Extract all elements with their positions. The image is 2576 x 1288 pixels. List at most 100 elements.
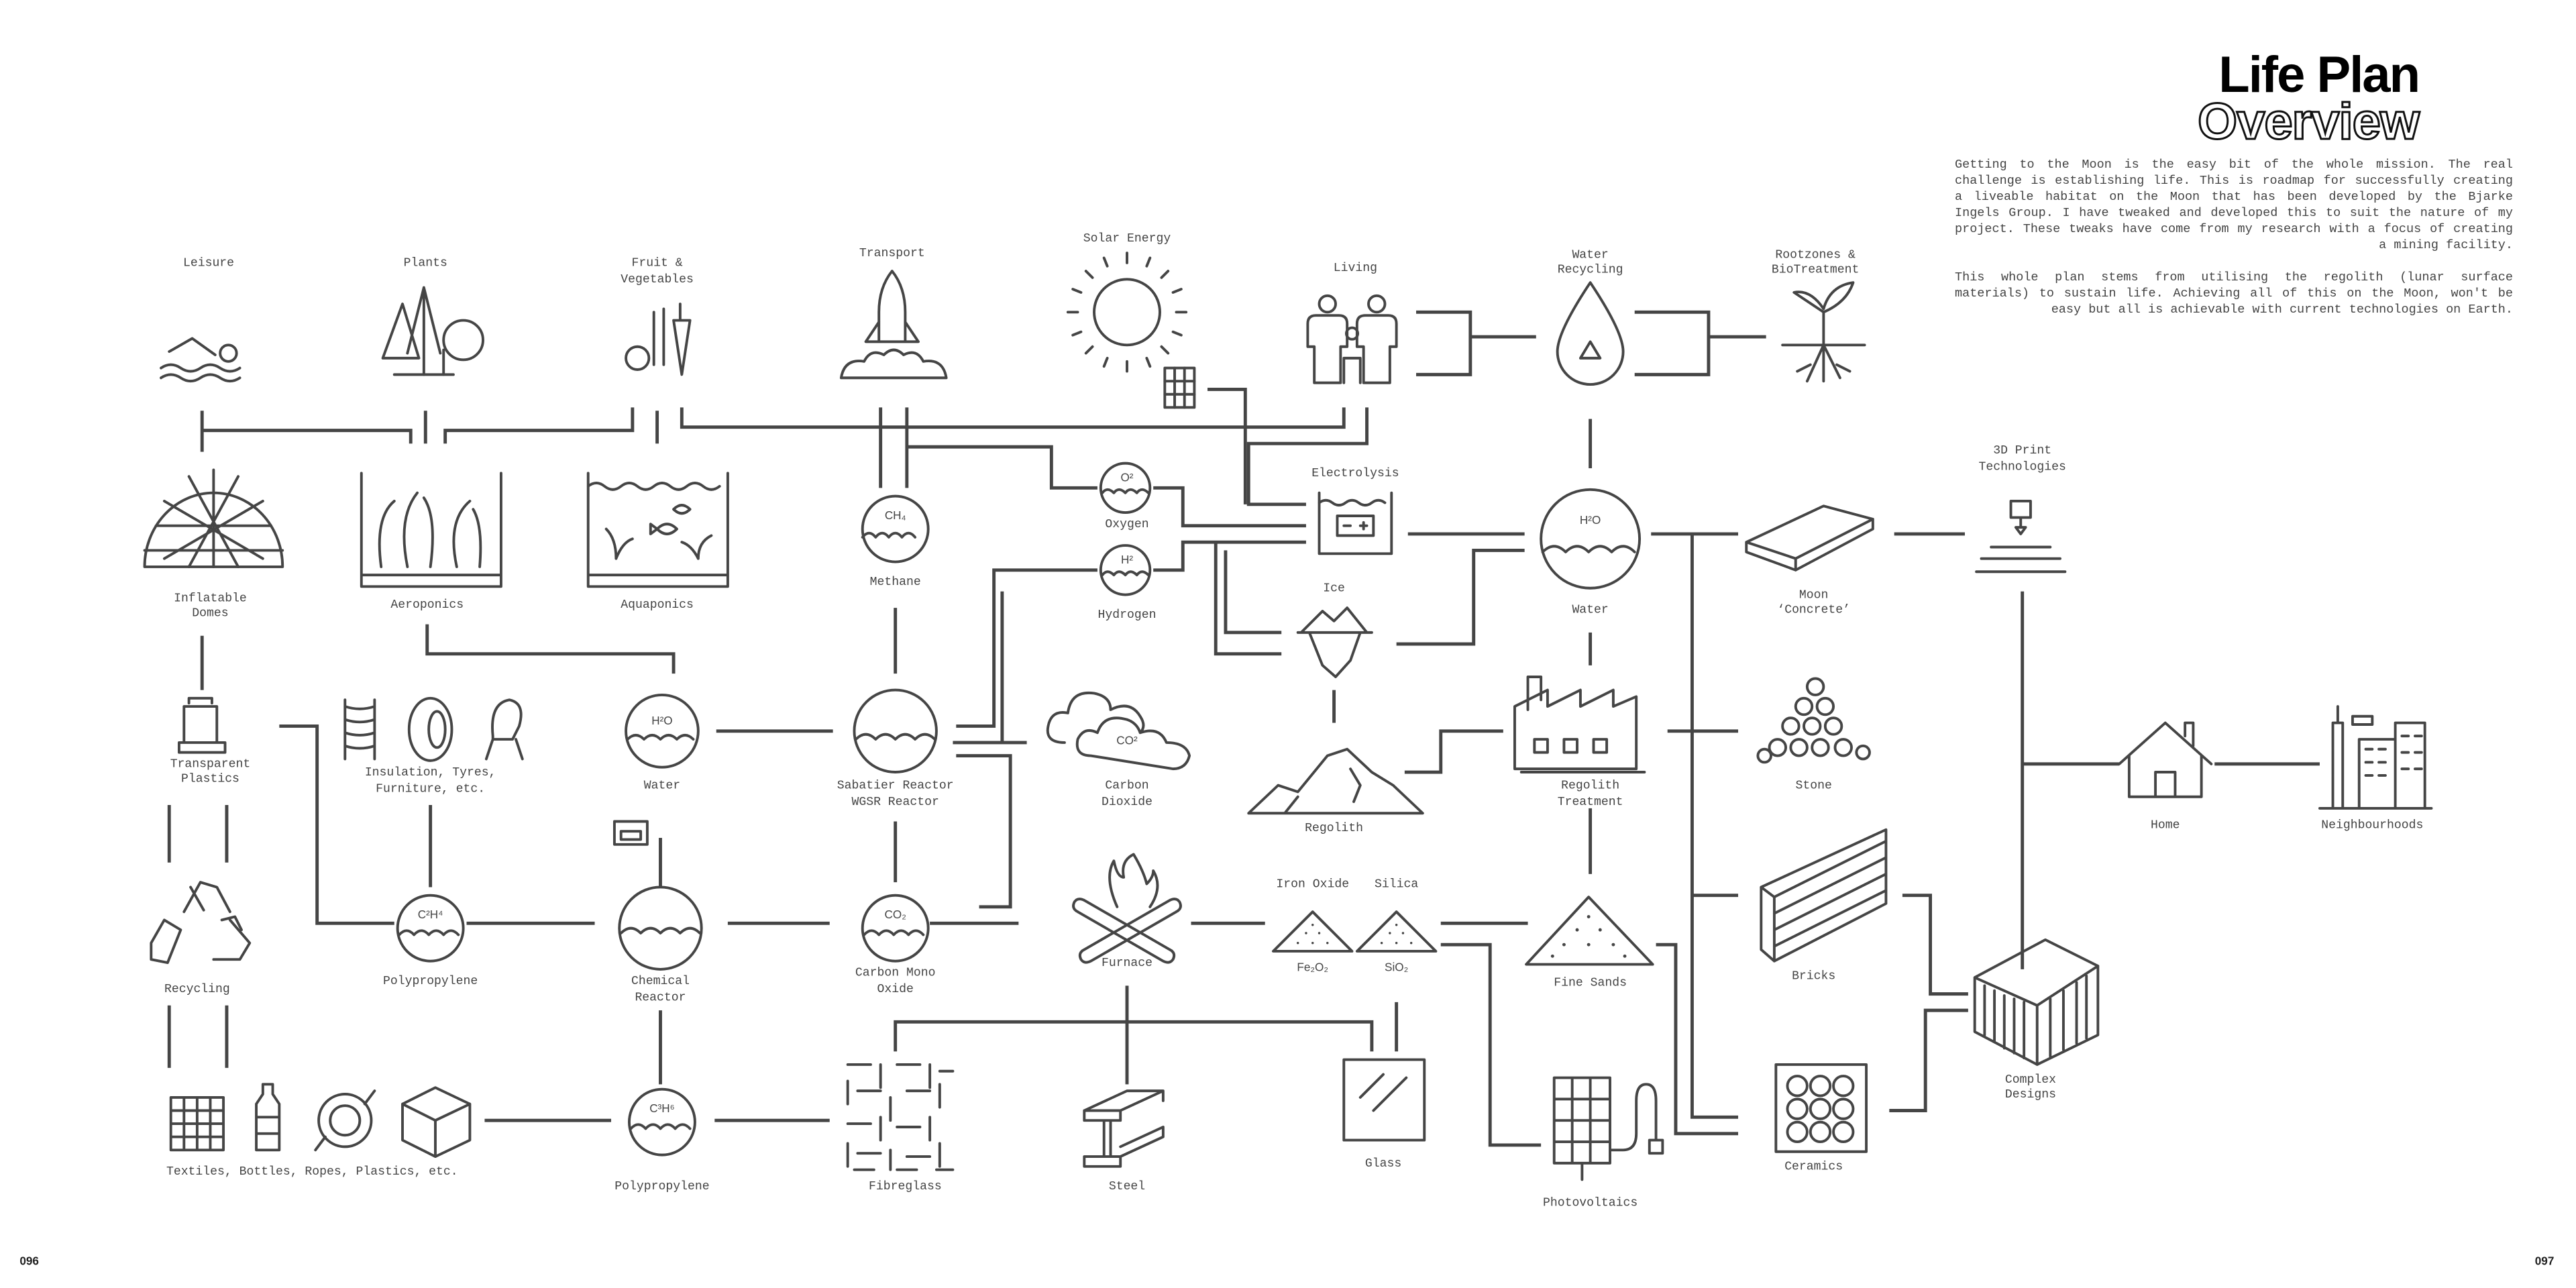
node-neighbourhoods: Neighbourhoods bbox=[2318, 705, 2433, 832]
node-water-main: H²O Water bbox=[1540, 488, 1642, 616]
page-subtitle: Overview bbox=[2197, 93, 2421, 150]
node-polypropylene-c2h4: C²H⁴ Polypropylene bbox=[383, 894, 478, 988]
node-stone: Stone bbox=[1756, 677, 1871, 793]
trees-icon bbox=[381, 286, 484, 376]
node-formula: CH₄ bbox=[885, 508, 906, 522]
node-label: 3D Print bbox=[1993, 444, 2051, 458]
insulation-tyre-chair-icon bbox=[343, 696, 524, 762]
node-label: Textiles, Bottles, Ropes, Plastics, etc. bbox=[166, 1165, 458, 1179]
reactor-circle-icon bbox=[1099, 544, 1152, 596]
node-leisure: Leisure bbox=[160, 257, 241, 383]
node-label: Water bbox=[644, 780, 680, 793]
node-solar-energy: Solar Energy bbox=[1066, 232, 1196, 409]
glass-pane-icon bbox=[1342, 1058, 1426, 1142]
node-transport: Transport bbox=[839, 247, 948, 380]
node-label: Recycling bbox=[164, 983, 230, 996]
node-label: Inflatable bbox=[174, 592, 247, 605]
node-label: Iron Oxide bbox=[1276, 877, 1349, 891]
swimmer-icon bbox=[160, 337, 241, 383]
node-formula: O² bbox=[1120, 471, 1133, 484]
node-label: Water bbox=[1572, 603, 1608, 616]
cloud-icon bbox=[1046, 691, 1191, 771]
reactor-circle-icon bbox=[1540, 488, 1642, 590]
node-formula: CO² bbox=[1116, 733, 1138, 747]
node-formula: H²O bbox=[651, 714, 672, 727]
node-label: Sabatier Reactor bbox=[837, 780, 954, 793]
iceberg-icon bbox=[1296, 606, 1373, 678]
node-label: Polypropylene bbox=[383, 975, 478, 988]
node-label: Living bbox=[1334, 262, 1377, 275]
node-label: Methane bbox=[870, 576, 921, 589]
solar-panel-icon bbox=[1163, 366, 1196, 409]
node-label: Furnace bbox=[1102, 957, 1152, 970]
node-inflatable-domes: Inflatable Domes bbox=[143, 468, 284, 620]
node-label: Domes bbox=[192, 606, 228, 620]
node-3d-print: 3D Print Technologies bbox=[1975, 444, 2067, 574]
node-label: Plastics bbox=[181, 773, 239, 786]
node-hydrogen: H² Hydrogen bbox=[1098, 544, 1156, 622]
node-fruit-vegetables: Fruit & Vegetables bbox=[621, 257, 694, 376]
node-label: BioTreatment bbox=[1772, 264, 1859, 277]
node-label: Glass bbox=[1365, 1157, 1401, 1171]
node-label: Water bbox=[1572, 248, 1608, 262]
node-label: ‘Concrete’ bbox=[1777, 603, 1850, 616]
reactor-circle-icon bbox=[628, 1087, 696, 1157]
node-water-small: H²O Water bbox=[612, 693, 700, 846]
node-label: Treatment bbox=[1558, 796, 1623, 809]
node-label: Recycling bbox=[1558, 264, 1623, 277]
node-electrolysis: Electrolysis bbox=[1311, 467, 1399, 555]
ceramic-tile-icon bbox=[1774, 1063, 1868, 1153]
plastic-sheets-icon bbox=[177, 696, 227, 754]
node-label: Designs bbox=[2005, 1088, 2056, 1102]
node-regolith-treatment: Regolith Treatment bbox=[1513, 676, 1646, 809]
aquarium-icon bbox=[586, 472, 729, 588]
reactor-circle-icon bbox=[618, 885, 703, 971]
node-iron-oxide: Iron Oxide Fe₂O₂ bbox=[1272, 877, 1354, 973]
factory-icon bbox=[1513, 676, 1646, 773]
node-insulation: Insulation, Tyres, Furniture, etc. bbox=[343, 696, 524, 796]
node-photovoltaics: Photovoltaics bbox=[1543, 1076, 1664, 1210]
node-living: Living bbox=[1306, 262, 1398, 384]
aeroponics-tank-icon bbox=[360, 472, 502, 588]
node-label: Reactor bbox=[635, 991, 686, 1004]
node-label: Dioxide bbox=[1102, 796, 1152, 809]
steel-beam-icon bbox=[1083, 1089, 1165, 1168]
node-label: Transparent bbox=[170, 758, 251, 771]
node-formula: Fe₂O₂ bbox=[1297, 960, 1328, 973]
node-moon-concrete: Moon ‘Concrete’ bbox=[1745, 504, 1874, 616]
node-label: Fine Sands bbox=[1554, 976, 1627, 989]
reactor-circle-icon bbox=[861, 494, 930, 564]
node-label: Chemical bbox=[631, 975, 690, 988]
node-label: Bricks bbox=[1792, 970, 1835, 983]
node-label: Home bbox=[2151, 818, 2180, 832]
node-ice: Ice bbox=[1296, 582, 1373, 678]
node-polypropylene-c3h6: C³H⁶ Polypropylene bbox=[614, 1087, 710, 1193]
node-recycling: Recycling bbox=[150, 881, 252, 996]
node-label: Complex bbox=[2005, 1073, 2056, 1087]
intro-paragraph: Getting to the Moon is the easy bit of t… bbox=[1955, 158, 2513, 252]
node-label: Oxide bbox=[877, 983, 914, 996]
reactor-circle-icon bbox=[861, 894, 930, 963]
node-chemical-reactor: Chemical Reactor bbox=[618, 885, 703, 1004]
reactor-circle-icon bbox=[396, 894, 465, 963]
recycle-icon bbox=[150, 881, 252, 965]
node-silica: Silica SiO₂ bbox=[1355, 877, 1438, 973]
node-complex-designs: Complex Designs bbox=[1973, 938, 2100, 1102]
node-oxygen: O² Oxygen bbox=[1099, 462, 1152, 531]
node-textiles: Textiles, Bottles, Ropes, Plastics, etc. bbox=[166, 1083, 472, 1179]
solar-panel-icon bbox=[1552, 1076, 1664, 1181]
node-bricks: Bricks bbox=[1760, 828, 1888, 983]
node-formula: C³H⁶ bbox=[649, 1102, 675, 1115]
node-regolith: Regolith bbox=[1247, 747, 1424, 835]
space-shuttle-icon bbox=[839, 270, 948, 380]
page-number-left: 096 bbox=[19, 1254, 39, 1268]
intro-text: Getting to the Moon is the easy bit of t… bbox=[1955, 157, 2513, 334]
plant-roots-icon bbox=[1781, 281, 1866, 383]
node-label: Moon bbox=[1799, 588, 1828, 602]
node-label: Regolith bbox=[1561, 780, 1619, 793]
node-carbon-dioxide: CO² Carbon Dioxide bbox=[1046, 691, 1191, 809]
node-label: Silica bbox=[1375, 877, 1418, 891]
page-number-right: 097 bbox=[2535, 1254, 2555, 1268]
reactor-circle-icon bbox=[625, 693, 700, 769]
node-formula: SiO₂ bbox=[1385, 960, 1408, 973]
